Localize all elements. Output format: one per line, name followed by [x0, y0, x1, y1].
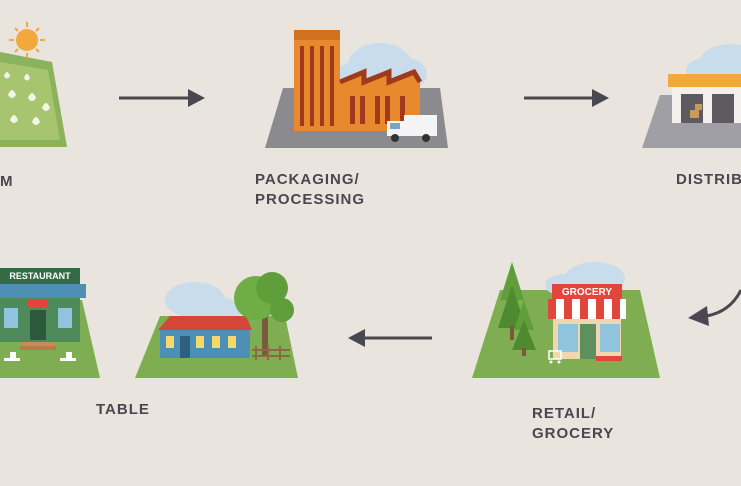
label-retail-grocery: RETAIL/ GROCERY — [532, 405, 615, 442]
table-chairs-icon — [4, 352, 76, 361]
label-packaging-processing: PACKAGING/ PROCESSING — [255, 171, 366, 208]
pine-tree-icon — [498, 262, 536, 356]
house-illustration — [135, 272, 298, 378]
cart-icon — [548, 350, 562, 364]
warehouse-illustration — [642, 44, 741, 148]
grocery-store-illustration: GROCERY — [472, 262, 660, 378]
truck-icon — [387, 115, 437, 142]
restaurant-illustration: RESTAURANT — [0, 268, 100, 378]
arrow-curved-down-icon — [688, 289, 741, 326]
grocery-sign: GROCERY — [562, 287, 613, 298]
awning — [548, 299, 626, 319]
factory-illustration — [265, 30, 448, 148]
arrow-right-icon — [119, 89, 205, 107]
arrow-left-icon — [348, 329, 432, 347]
sun-icon — [9, 22, 45, 58]
label-distribution: DISTRIB — [676, 171, 741, 188]
restaurant-sign: RESTAURANT — [9, 271, 71, 281]
tree-icon — [234, 272, 294, 355]
label-farm: M — [0, 173, 14, 190]
farm-illustration — [0, 22, 67, 147]
label-table: TABLE — [96, 401, 150, 418]
arrow-right-icon — [524, 89, 609, 107]
